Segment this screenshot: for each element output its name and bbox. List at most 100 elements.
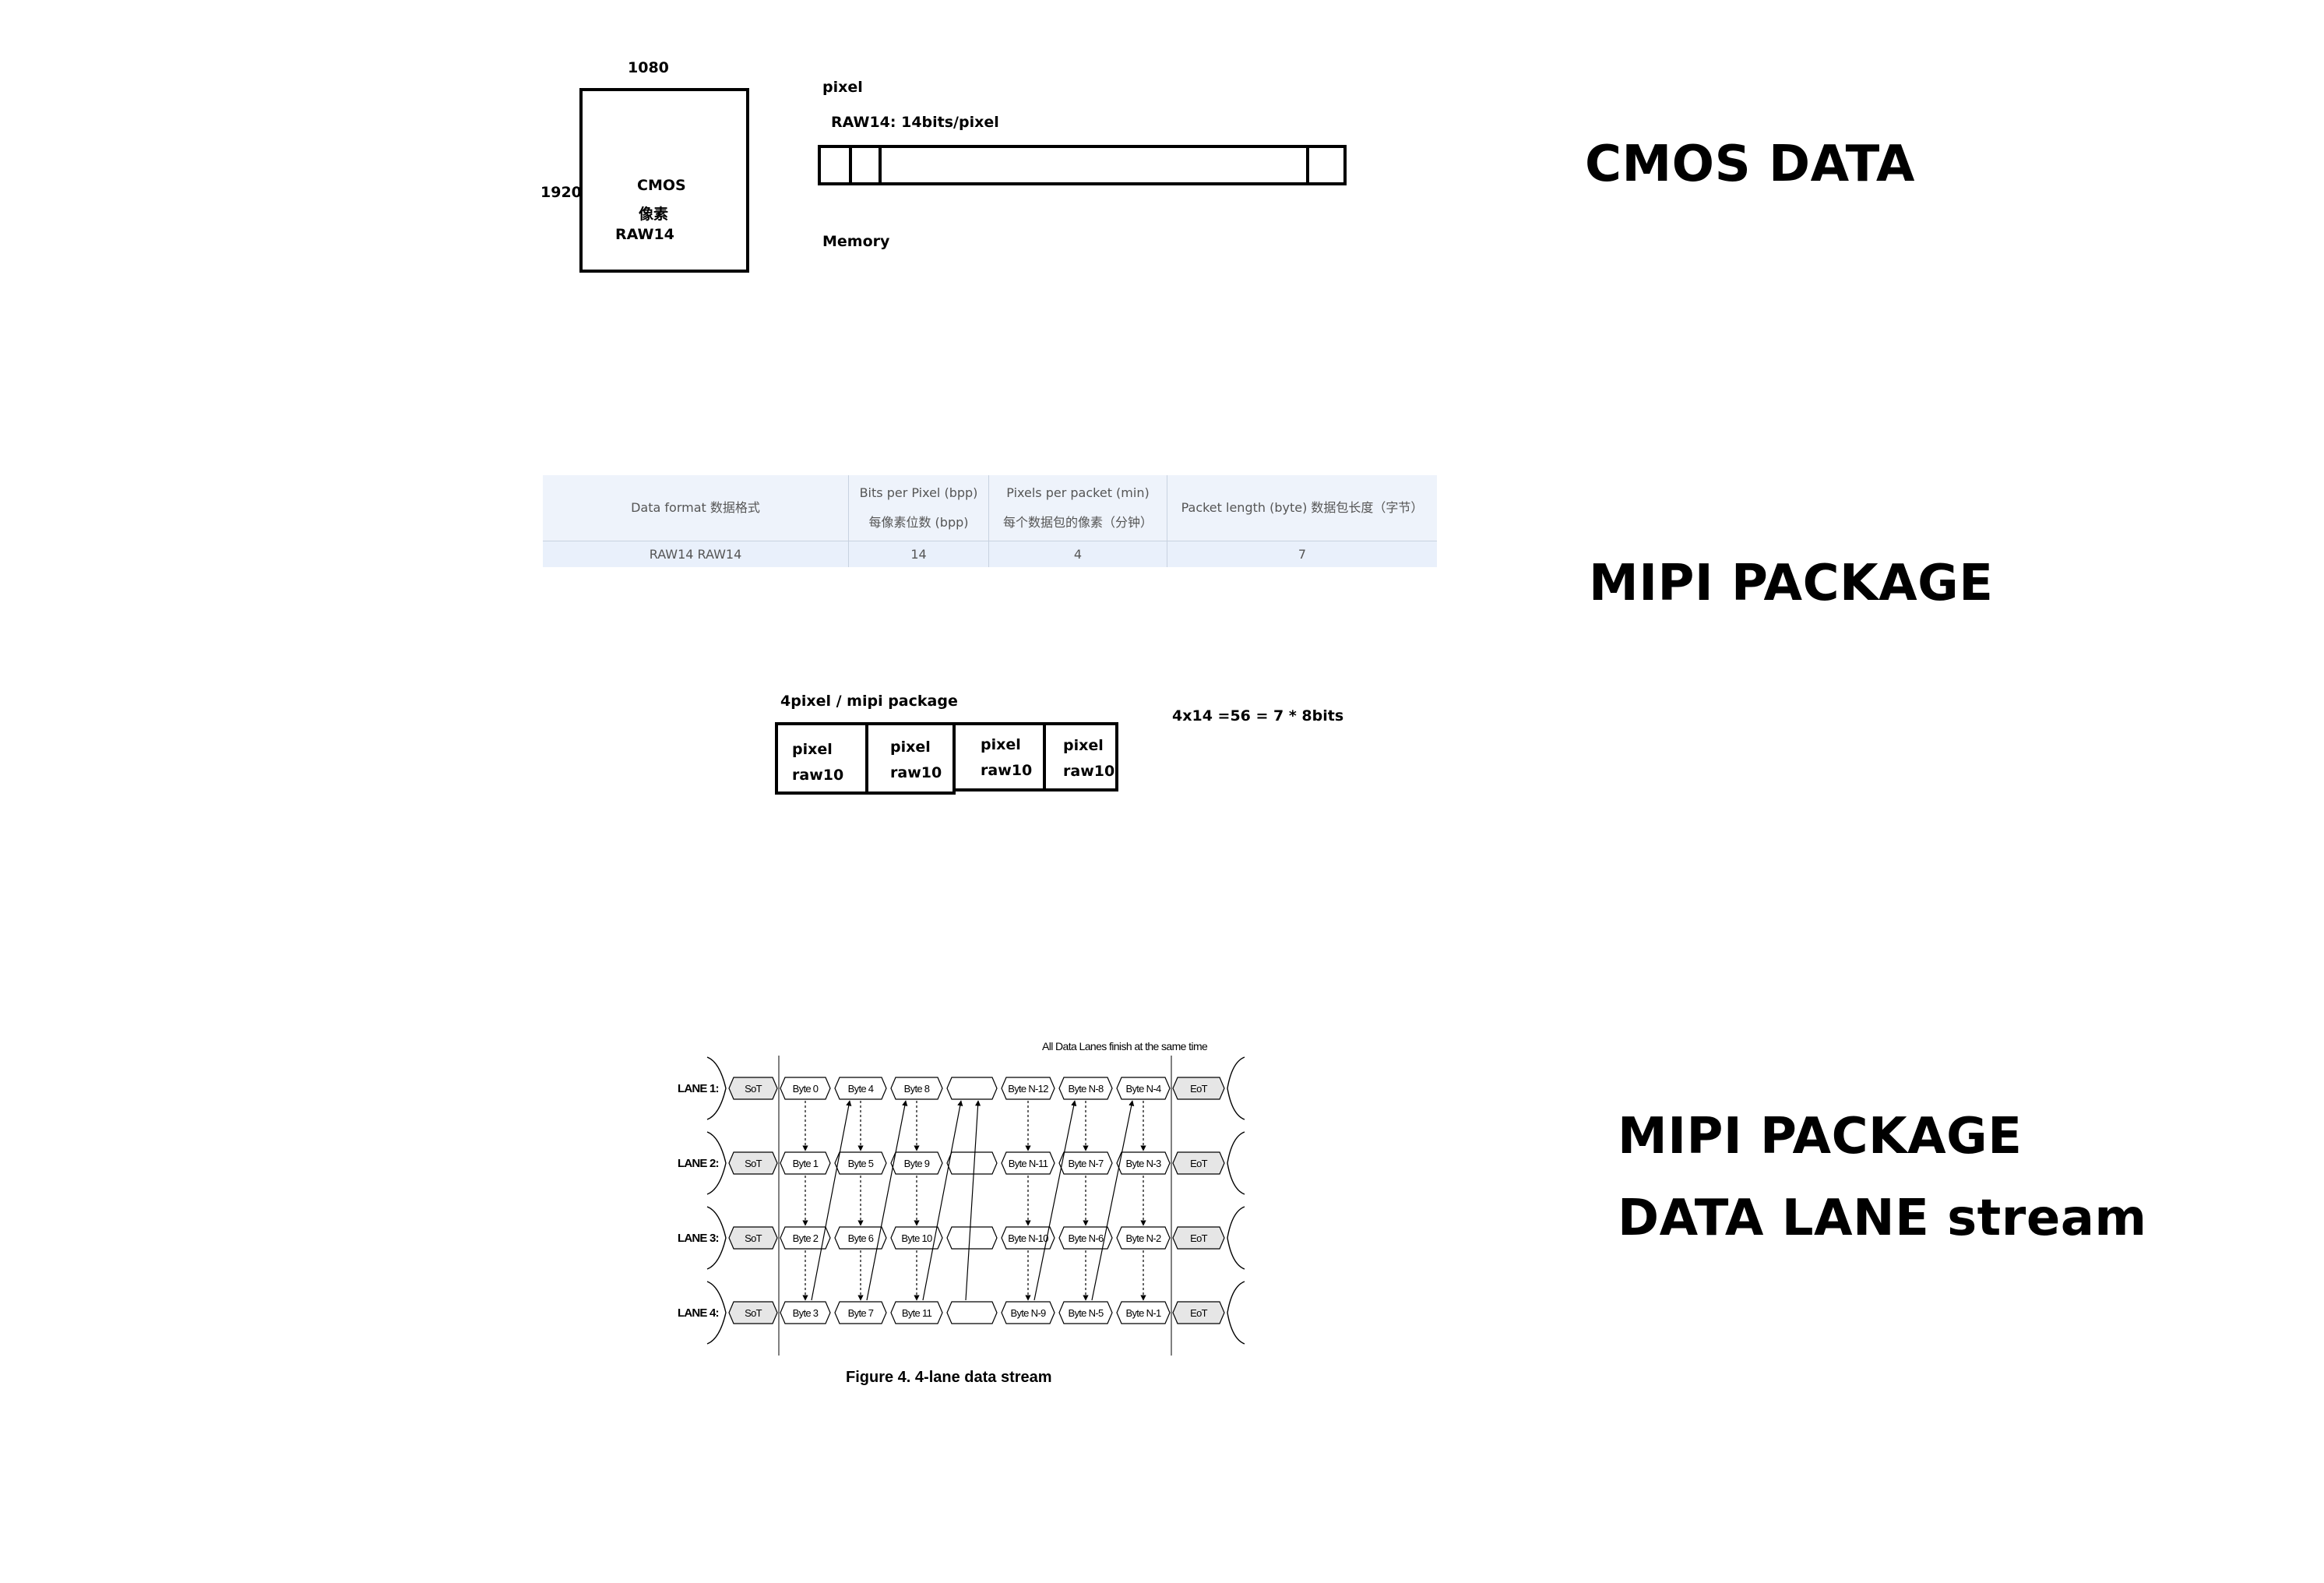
raw14-format-label: RAW14: 14bits/pixel (831, 114, 999, 131)
memory-cell (821, 148, 852, 182)
lane-wrap-arrow (965, 1100, 981, 1301)
sot-cell (728, 1301, 778, 1324)
byte-cell-label: Byte N-2 (1126, 1232, 1161, 1244)
byte-cell-label: Byte 3 (793, 1307, 819, 1319)
cmos-height-label: 1920 (541, 184, 582, 201)
byte-cell (834, 1226, 887, 1250)
heading-mipi-stream-line2: DATA LANE stream (1618, 1190, 2147, 1247)
byte-cell-label: Byte 10 (901, 1232, 932, 1244)
byte-cell (946, 1077, 998, 1100)
byte-cell-label: Byte N-11 (1009, 1158, 1048, 1169)
byte-cell-label: Byte N-5 (1069, 1307, 1104, 1319)
byte-cell (1116, 1077, 1171, 1100)
byte-cell-label: Byte 0 (793, 1083, 819, 1095)
mipi-format-table: Data format 数据格式 Bits per Pixel (bpp) 每像… (543, 475, 1437, 567)
byte-cell-label: Byte N-12 (1008, 1083, 1048, 1095)
byte-cell-label: Byte N-1 (1126, 1307, 1161, 1319)
cmos-box-line1: CMOS (637, 177, 686, 194)
cmos-width-label: 1080 (628, 59, 669, 76)
byte-cell-label: SoT (745, 1158, 762, 1169)
cmos-box-line2: 像素 (639, 206, 669, 223)
byte-cell-label: Byte 8 (904, 1083, 930, 1095)
byte-cell-label: Byte 2 (793, 1232, 819, 1244)
memory-cell (849, 148, 882, 182)
byte-cell-label: Byte N-6 (1069, 1232, 1104, 1244)
heading-cmos-data: CMOS DATA (1585, 136, 1915, 193)
byte-cell (834, 1301, 887, 1324)
sot-cell (728, 1151, 778, 1175)
byte-cell-label: Byte N-7 (1069, 1158, 1104, 1169)
heading-mipi-package: MIPI PACKAGE (1589, 555, 1994, 612)
byte-cell (1001, 1301, 1055, 1324)
lane-label: LANE 3: (678, 1232, 719, 1245)
byte-cell-label: Byte N-4 (1126, 1083, 1161, 1095)
byte-cell (890, 1301, 943, 1324)
byte-cell-label: EoT (1190, 1307, 1208, 1319)
lane-label: LANE 2: (678, 1157, 719, 1170)
byte-cell-label: Byte 1 (793, 1158, 819, 1169)
byte-cell (834, 1077, 887, 1100)
figure-caption: Figure 4. 4-lane data stream (846, 1369, 1052, 1386)
byte-cell (946, 1301, 998, 1324)
lane-label: LANE 4: (678, 1306, 719, 1320)
byte-cell (780, 1077, 831, 1100)
byte-cell (1001, 1226, 1055, 1250)
lane-boundary-curve (706, 1281, 727, 1345)
lane-boundary-curve (1227, 1281, 1245, 1345)
pixel-cell: pixel raw10 (952, 722, 1046, 792)
lane-wrap-arrow (1033, 1100, 1077, 1301)
pixel-label: pixel (822, 79, 863, 96)
pixel-cell: pixel raw10 (775, 722, 868, 795)
table-header-row: Data format 数据格式 Bits per Pixel (bpp) 每像… (543, 475, 1437, 541)
byte-cell-label: EoT (1190, 1158, 1208, 1169)
pixel-cell: pixel raw10 (1043, 722, 1118, 792)
lane-wrap-arrow (922, 1100, 963, 1301)
table-cell: RAW14 RAW14 (543, 541, 849, 567)
byte-cell (1058, 1301, 1113, 1324)
package-equation: 4x14 =56 = 7 * 8bits (1172, 707, 1344, 725)
byte-cell (890, 1077, 943, 1100)
lane-boundary-curve (1227, 1056, 1245, 1120)
memory-strip (818, 145, 1347, 185)
byte-cell-label: Byte N-8 (1069, 1083, 1104, 1095)
byte-cell (1001, 1151, 1055, 1175)
table-cell: 14 (848, 541, 989, 567)
byte-cell-label: Byte 7 (848, 1307, 874, 1319)
byte-cell-label: Byte 5 (848, 1158, 874, 1169)
lane-boundary-curve (706, 1056, 727, 1120)
eot-cell (1172, 1151, 1225, 1175)
lane-boundary-curve (1227, 1206, 1245, 1270)
lane-boundary-curve (706, 1206, 727, 1270)
byte-cell (1058, 1077, 1113, 1100)
byte-cell-label: SoT (745, 1083, 762, 1095)
byte-cell-label: Byte 6 (848, 1232, 874, 1244)
lane-wrap-arrow (811, 1100, 852, 1301)
eot-cell (1172, 1301, 1225, 1324)
lane-boundary-curve (1227, 1131, 1245, 1195)
memory-label: Memory (822, 233, 890, 250)
cmos-sensor-box: CMOS 像素 RAW14 (579, 88, 749, 273)
byte-cell (1001, 1077, 1055, 1100)
four-lane-data-stream-figure: All Data Lanes finish at the same time L… (678, 1040, 1245, 1386)
figure-note: All Data Lanes finish at the same time (1042, 1040, 1208, 1052)
memory-cell (1306, 148, 1309, 182)
byte-cell (1116, 1226, 1171, 1250)
byte-cell-label: SoT (745, 1232, 762, 1244)
byte-cell-label: Byte N-9 (1011, 1307, 1046, 1319)
package-title: 4pixel / mipi package (780, 693, 958, 710)
eot-cell (1172, 1077, 1225, 1100)
eot-cell (1172, 1226, 1225, 1250)
byte-cell (1058, 1226, 1113, 1250)
lane-wrap-arrow (1091, 1100, 1135, 1301)
byte-cell (1116, 1301, 1171, 1324)
pixel-cell: pixel raw10 (865, 722, 956, 795)
byte-cell-label: Byte N-10 (1008, 1232, 1048, 1244)
byte-cell (780, 1301, 831, 1324)
heading-mipi-stream-line1: MIPI PACKAGE (1618, 1108, 2023, 1165)
table-cell: 7 (1298, 546, 1307, 562)
sot-cell (728, 1226, 778, 1250)
byte-cell (780, 1226, 831, 1250)
table-cell: 4 (988, 541, 1167, 567)
table-header-cell: Packet length (byte) 数据包长度（字节） (1181, 499, 1424, 515)
byte-cell-label: EoT (1190, 1083, 1208, 1095)
